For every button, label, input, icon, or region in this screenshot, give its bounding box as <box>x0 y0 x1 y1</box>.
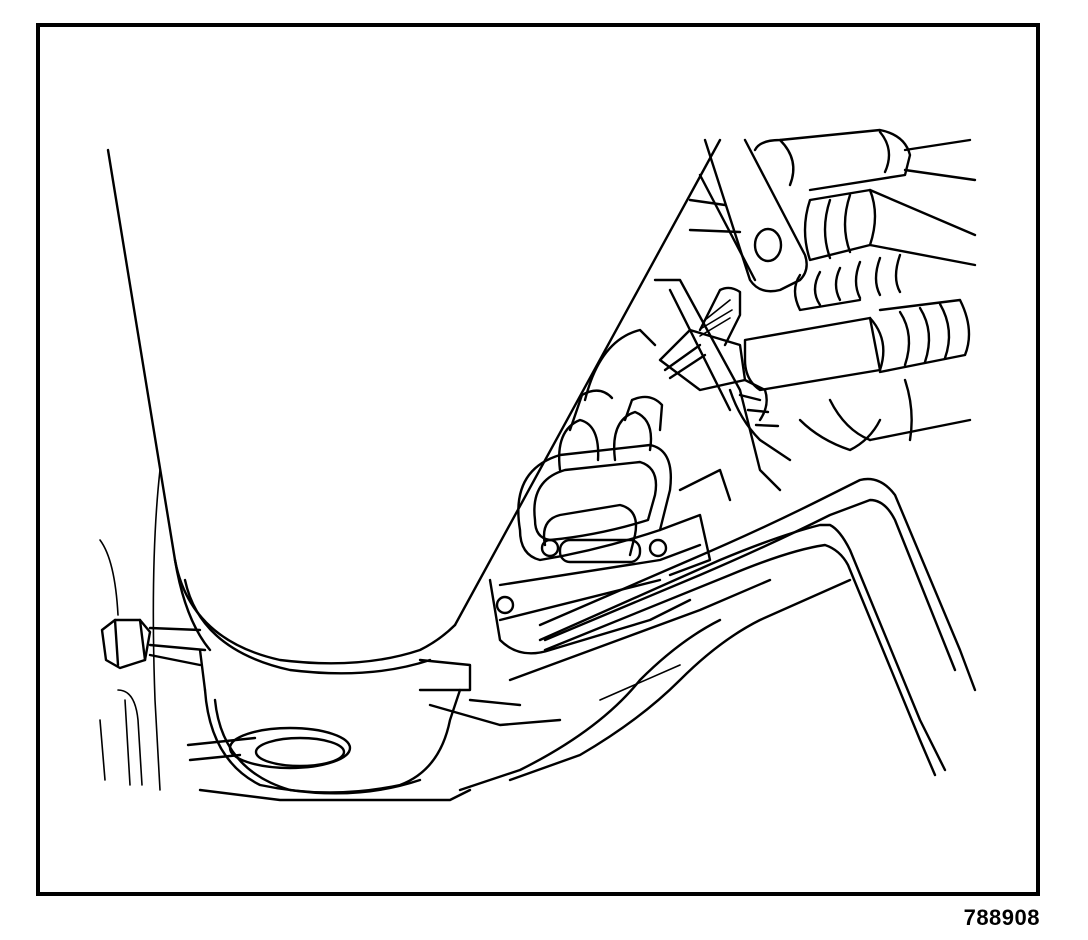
figure-number: 788908 <box>963 905 1040 930</box>
line-drawing <box>99 128 977 802</box>
hanger-bracket <box>186 648 562 795</box>
mounting-bracket <box>653 138 808 492</box>
figure-frame <box>36 23 1040 896</box>
hanger-bolt <box>99 469 207 791</box>
wiring-harness-connector <box>488 328 772 682</box>
exhaust-pipe <box>106 138 722 675</box>
fuel-lines <box>728 128 977 462</box>
threaded-stud <box>658 286 747 392</box>
frame-rail <box>198 477 977 802</box>
